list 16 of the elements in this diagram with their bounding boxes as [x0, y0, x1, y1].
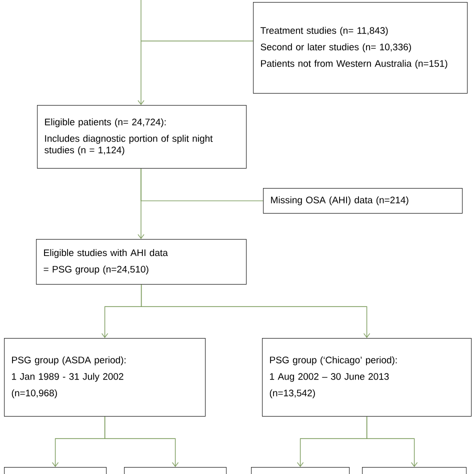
exclusion-box: Missing OSA (AHI) data (n=214)	[263, 188, 463, 214]
exclusion-box: Treatment studies (n= 11,843) Second or later studies (n= 10,336) Patients not from Western Australia (n=151)	[253, 2, 468, 94]
arrow	[138, 0, 144, 105]
arrow	[140, 284, 370, 338]
empty-box	[251, 467, 350, 474]
arrow	[138, 168, 144, 239]
flowchart-box: PSG group (‘Chicago’ period): 1 Aug 2002 – 30 June 2013 (n=13,542)	[262, 338, 472, 417]
empty-box	[4, 467, 107, 474]
flowchart-box: PSG group (ASDA period): 1 Jan 1989 - 31 July 2002 (n=10,968)	[4, 338, 206, 417]
arrow	[104, 416, 179, 467]
arrow	[366, 416, 418, 467]
empty-box	[124, 467, 227, 474]
flowchart-box: Eligible studies with AHI data = PSG group (n=24,510)	[36, 239, 247, 285]
empty-box	[362, 467, 467, 474]
flowchart-box: Eligible patients (n= 24,724): Includes diagnostic portion of split night studies (n = 1,124)	[37, 105, 247, 169]
connector-line	[140, 40, 254, 42]
